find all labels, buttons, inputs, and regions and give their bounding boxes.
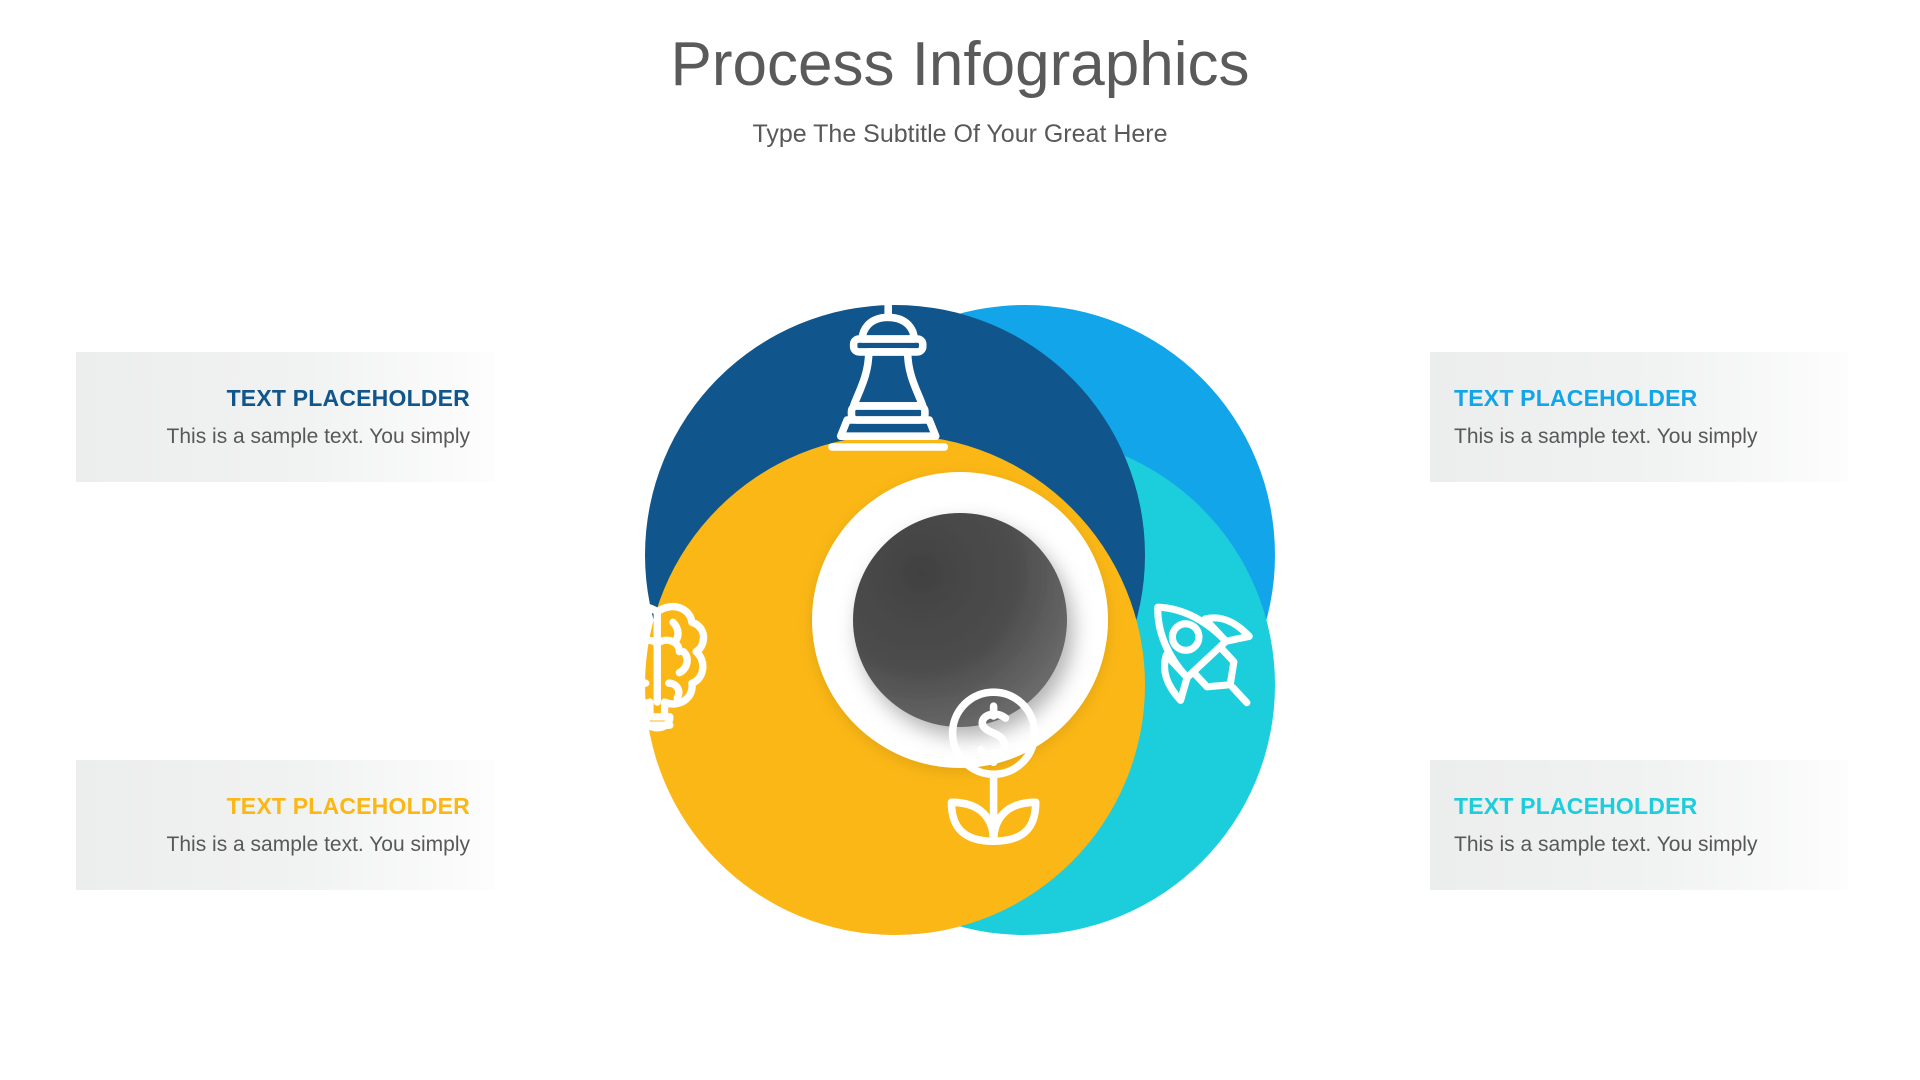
text-card-top-right[interactable]: TEXT PLACEHOLDER This is a sample text. …	[1430, 352, 1848, 482]
slide-header: Process Infographics Type The Subtitle O…	[0, 28, 1920, 150]
text-card-bottom-left[interactable]: TEXT PLACEHOLDER This is a sample text. …	[76, 760, 494, 890]
card-body-bottom-right: This is a sample text. You simply	[1454, 833, 1758, 856]
card-body-bottom-left: This is a sample text. You simply	[166, 833, 470, 856]
card-title-top-right: TEXT PLACEHOLDER	[1454, 385, 1698, 411]
card-title-bottom-right: TEXT PLACEHOLDER	[1454, 793, 1698, 819]
center-hub[interactable]	[853, 513, 1067, 727]
process-pinwheel-diagram	[570, 230, 1350, 1010]
text-card-bottom-right[interactable]: TEXT PLACEHOLDER This is a sample text. …	[1430, 760, 1848, 890]
page-title: Process Infographics	[670, 30, 1250, 99]
card-body-top-left: This is a sample text. You simply	[166, 425, 470, 448]
card-title-top-left: TEXT PLACEHOLDER	[226, 385, 470, 411]
card-title-bottom-left: TEXT PLACEHOLDER	[226, 793, 470, 819]
text-card-top-left[interactable]: TEXT PLACEHOLDER This is a sample text. …	[76, 352, 494, 482]
page-subtitle: Type The Subtitle Of Your Great Here	[752, 120, 1168, 148]
card-body-top-right: This is a sample text. You simply	[1454, 425, 1758, 448]
